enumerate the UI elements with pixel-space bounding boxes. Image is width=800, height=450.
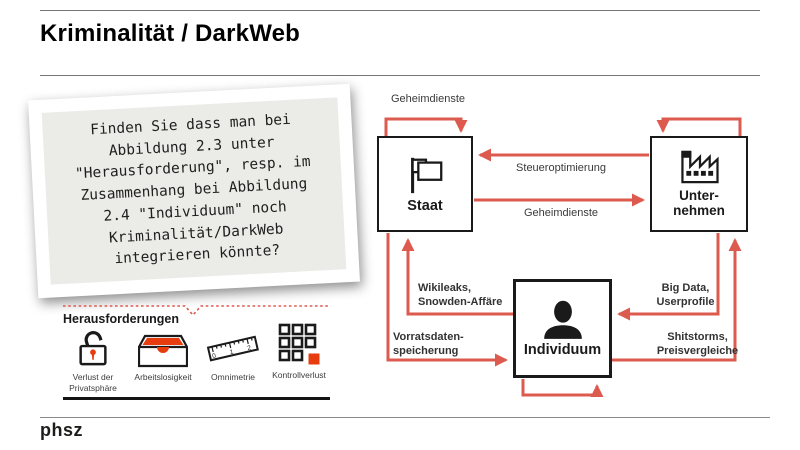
edge-label-vorratsdaten: Vorratsdaten- speicherung <box>393 331 464 357</box>
edge-label-bigdata: Big Data, Userprofile <box>656 282 715 308</box>
edge-label-wikileaks: Wikileaks, Snowden-Affäre <box>418 282 503 308</box>
challenge-item-unemployment: Arbeitslosigkeit <box>128 324 198 383</box>
edge-label-shitstorms: Shitstorms, Preisvergleiche <box>656 331 739 357</box>
open-lock-icon <box>74 324 112 368</box>
edge-label-steueroptimierung: Steueroptimierung <box>516 162 606 174</box>
edge-unternehmen-to-individuum <box>617 233 720 321</box>
challenge-item-omnimetry: 0 1 2 Omnimetrie <box>198 324 268 383</box>
node-staat: Staat <box>377 136 473 232</box>
challenges-heading: Herausforderungen <box>63 312 179 326</box>
dotted-divider-with-notch <box>63 305 330 317</box>
header-bottom-rule <box>40 75 760 76</box>
open-box-icon <box>138 324 188 368</box>
edge-individuum-self-loop <box>521 379 604 398</box>
page-title: Kriminalität / DarkWeb <box>40 20 301 47</box>
edge-individuum-to-unternehmen <box>612 238 742 362</box>
edge-unternehmen-self-loop <box>656 117 742 137</box>
header-top-rule <box>40 10 760 11</box>
edge-staat-self-loop <box>384 117 468 137</box>
phsz-logo: phsz <box>40 420 84 440</box>
node-label: Staat <box>407 197 443 214</box>
factory-icon <box>674 149 724 186</box>
edge-label-geheimdienste-mid: Geheimdienste <box>524 207 598 219</box>
edge-staat-to-individuum <box>386 233 508 367</box>
ruler-number: 0 <box>212 353 217 361</box>
grid-squares-icon <box>277 322 321 366</box>
challenge-label: Arbeitslosigkeit <box>134 372 192 382</box>
edge-individuum-to-staat <box>401 238 513 316</box>
flag-icon <box>404 154 446 196</box>
ruler-number: 2 <box>247 344 252 352</box>
node-individuum: Individuum <box>513 279 612 378</box>
challenge-label: Omnimetrie <box>211 372 255 382</box>
node-label: Individuum <box>523 342 602 359</box>
person-icon <box>540 298 586 340</box>
challenge-label: Kontrollverlust <box>272 370 326 380</box>
challenge-item-privacy: Verlust der Privatsphäre <box>58 324 128 394</box>
ruler-icon: 0 1 2 <box>203 324 263 368</box>
footer-rule <box>40 417 770 418</box>
challenge-label: Verlust der Privatsphäre <box>69 372 117 394</box>
node-label: Unter- nehmen <box>673 188 725 218</box>
challenges-bottom-rule <box>63 397 330 400</box>
node-unternehmen: Unter- nehmen <box>650 136 748 232</box>
edge-label-staat-self-loop: Geheimdienste <box>391 93 465 105</box>
ruler-number: 1 <box>229 348 234 356</box>
challenge-item-control-loss: Kontrollverlust <box>264 322 334 381</box>
